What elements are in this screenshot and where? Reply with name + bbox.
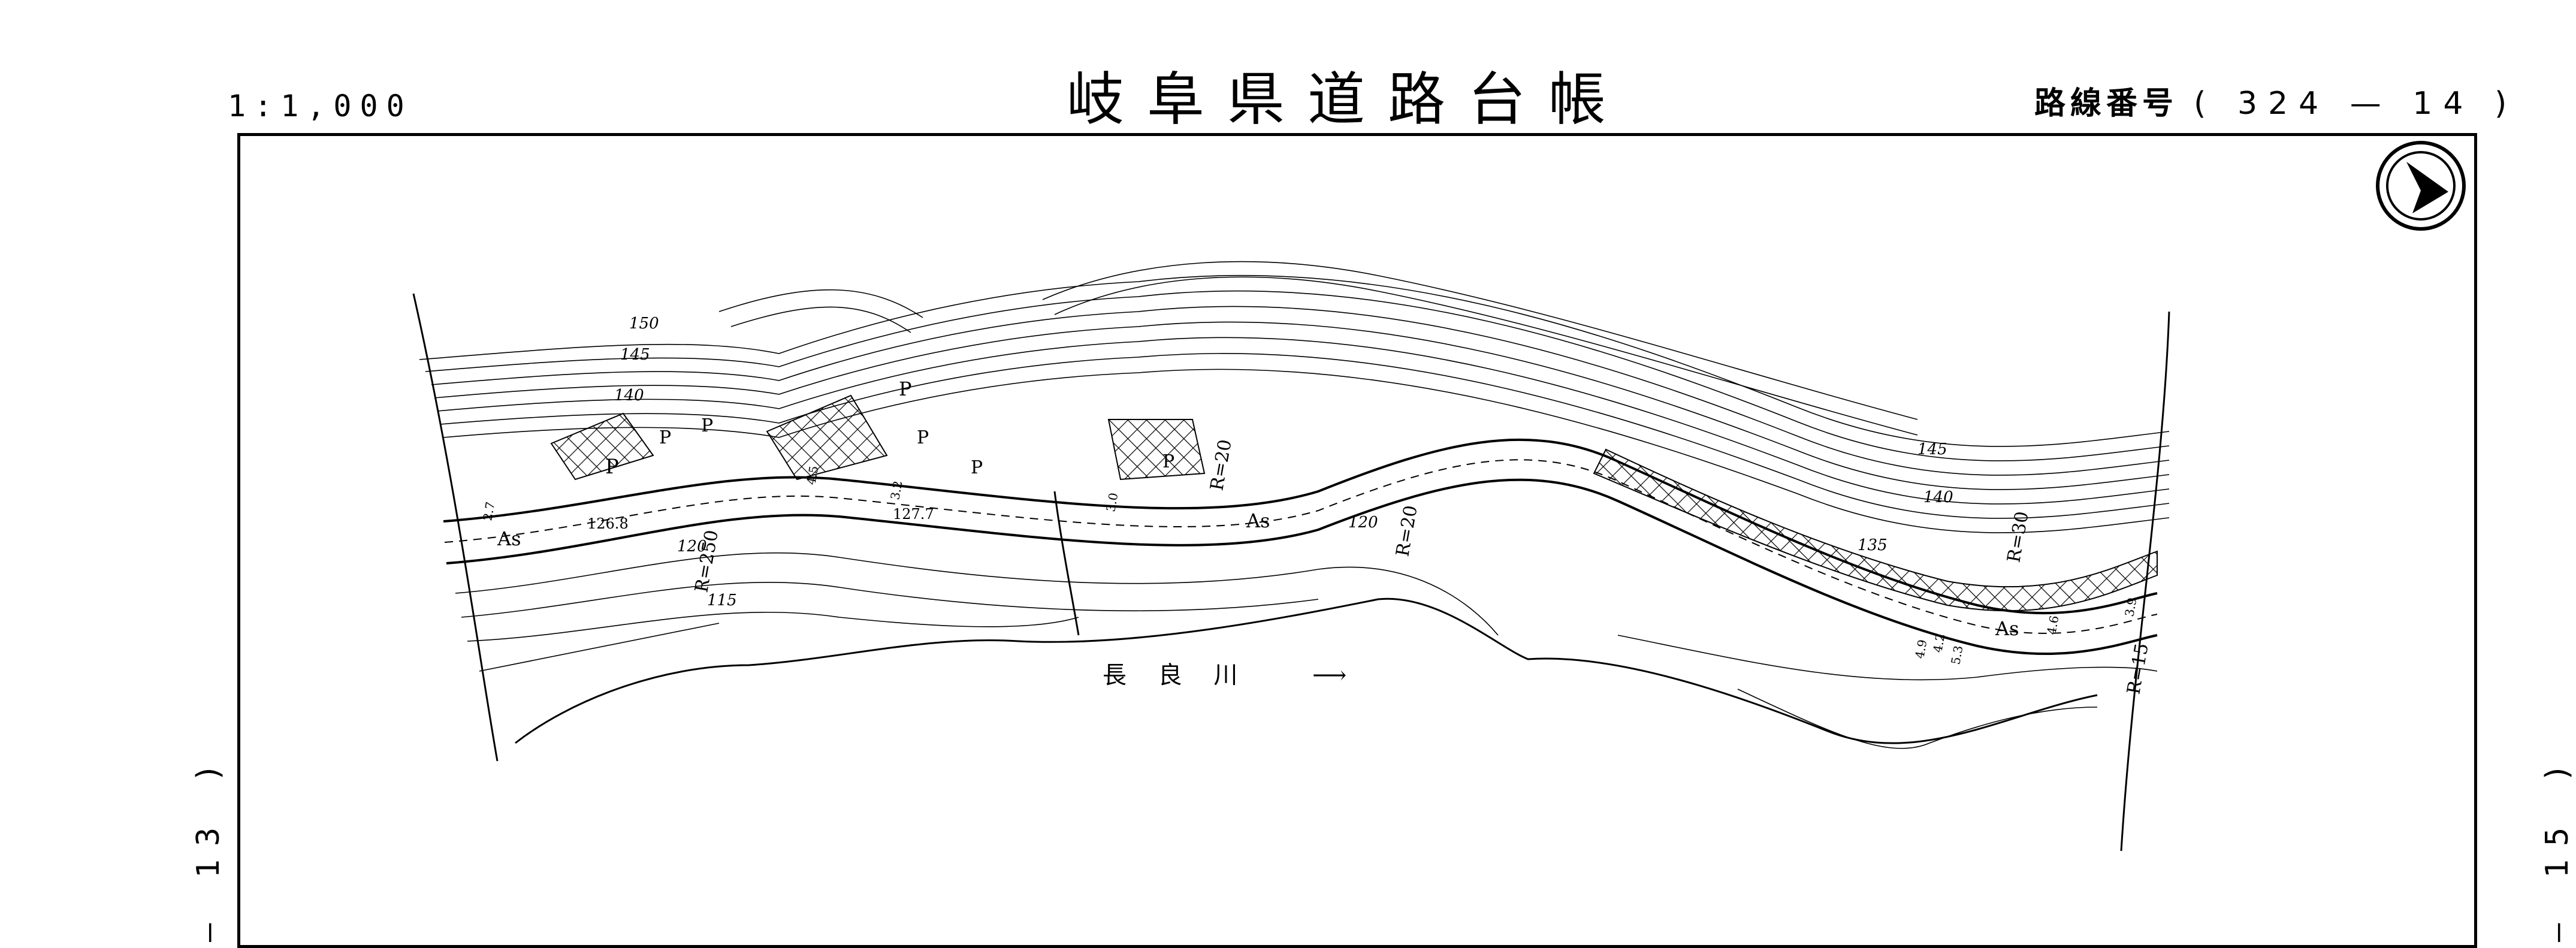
width-label: 4.2: [1930, 632, 1947, 653]
contour-label: 145: [1917, 440, 1947, 458]
curve-radius-label: R=20: [1206, 438, 1236, 493]
route-number: 路線番号 ( 324 — 14 ): [2034, 78, 2517, 123]
map-scale: 1:1,000: [228, 89, 413, 123]
contour-label: 145: [620, 346, 650, 364]
riverbank: [455, 552, 2158, 749]
elevation-label: 126.8: [587, 515, 629, 532]
land-use-label: P: [899, 378, 912, 400]
surface-label: As: [1246, 509, 1270, 532]
width-label: 2.7: [480, 500, 497, 521]
width-label: 3.0: [1103, 491, 1121, 512]
land-use-label: P: [917, 427, 929, 448]
contour-label: 150: [629, 315, 659, 333]
retaining-wall: [550, 394, 2158, 612]
contour-label: 140: [1923, 488, 1953, 506]
land-use-label: P: [971, 457, 983, 478]
page-title: 岐阜県道路台帳: [1067, 66, 1629, 133]
elevation-label: 127.7: [893, 506, 934, 523]
width-label: 5.3: [1948, 644, 1965, 665]
curve-radius-label: R=15: [2123, 642, 2152, 696]
contour-label: 140: [614, 387, 644, 404]
north-arrow-icon: [2376, 141, 2466, 231]
width-label: 4.5: [804, 464, 821, 485]
land-use-label: P: [701, 415, 713, 436]
route-number-value: ( 324 — 14 ): [2194, 86, 2518, 122]
river-label: 長 良 川: [1103, 662, 1249, 689]
curve-radius-label: R=20: [1392, 504, 1421, 558]
contour-label: 120: [677, 538, 707, 555]
width-label: 4.6: [2044, 614, 2061, 635]
contour-lines: [419, 261, 2170, 533]
width-label: 3.9: [2122, 596, 2139, 617]
land-use-label: P: [659, 427, 671, 448]
route-number-label: 路線番号: [2034, 86, 2179, 122]
land-use-label: P: [605, 455, 619, 479]
river-flow-arrow: ⟶: [1312, 662, 1346, 689]
surface-label: As: [1995, 617, 2019, 640]
surface-label: As: [497, 527, 521, 550]
contour-label: 115: [707, 591, 737, 609]
width-label: 4.9: [1912, 638, 1929, 659]
width-label: 3.2: [887, 479, 905, 500]
contour-label: 120: [1348, 514, 1378, 532]
land-use-label: P: [1162, 451, 1174, 472]
contour-label: 135: [1858, 536, 1888, 554]
